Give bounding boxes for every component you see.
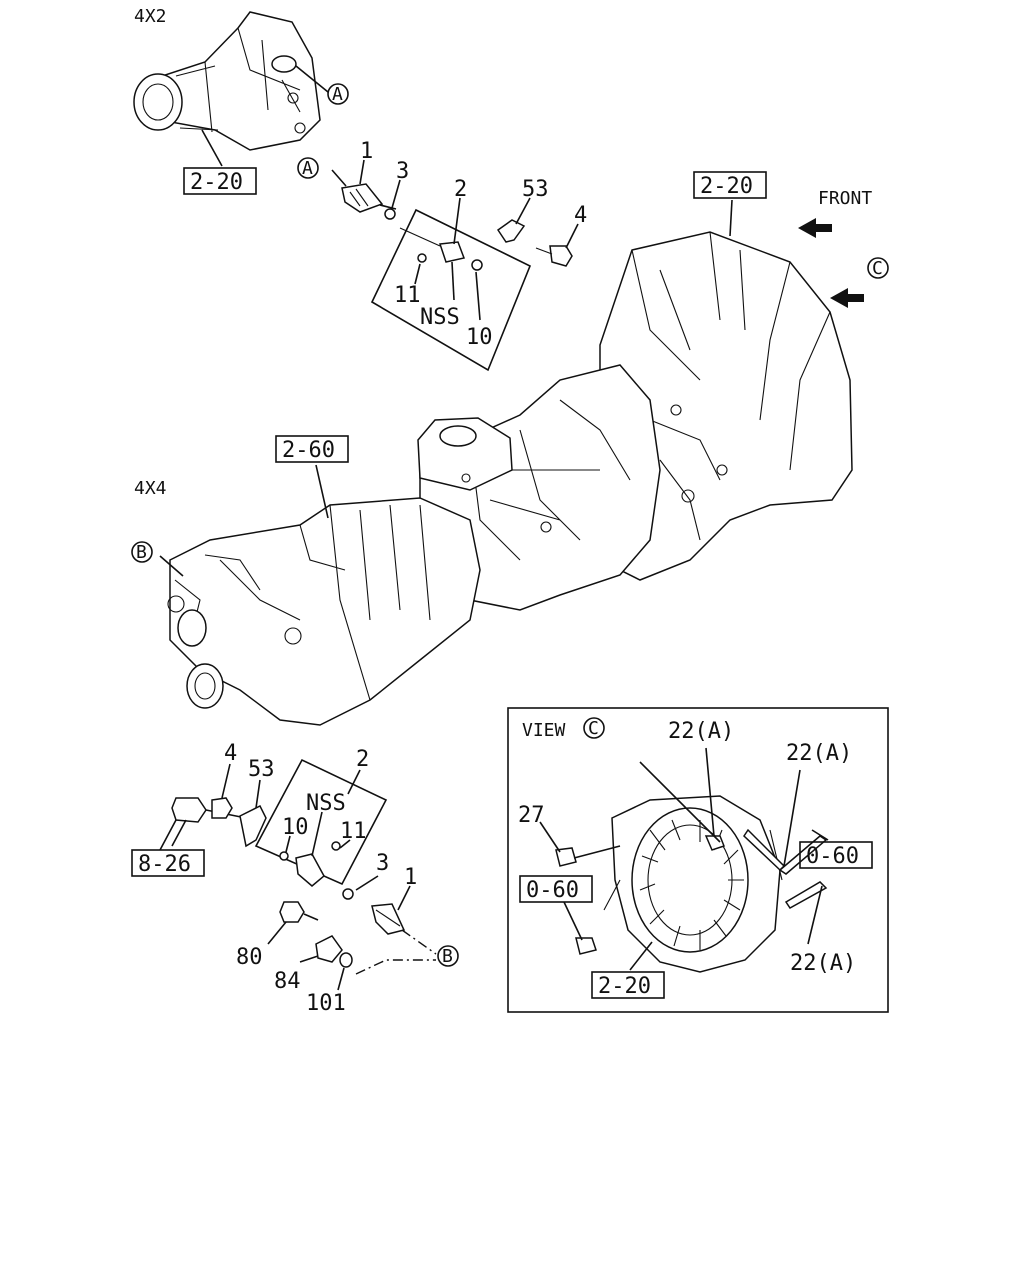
svg-text:8-26: 8-26 — [138, 852, 191, 877]
front-label: FRONT — [818, 188, 872, 209]
part-number-53-bottom: 53 — [248, 757, 275, 782]
section-label-4x4: 4X4 — [134, 478, 167, 499]
ref-box-0-60-right: 0-60 — [799, 841, 873, 869]
part-number-84: 84 — [274, 969, 301, 994]
svg-text:C: C — [872, 258, 883, 279]
svg-text:2-20: 2-20 — [598, 974, 651, 999]
callout-circle-a-top: A — [327, 83, 349, 105]
view-c-circle: C — [583, 717, 605, 739]
part-number-53-top: 53 — [522, 177, 549, 202]
part-number-4-bottom: 4 — [224, 741, 237, 766]
callout-circle-c-arrow: C — [867, 257, 889, 279]
bottom-speedometer-parts — [159, 758, 437, 991]
svg-text:A: A — [332, 84, 343, 105]
ref-box-2-20-top-left: 2-20 — [183, 167, 257, 195]
top-speedometer-parts — [331, 159, 733, 372]
part-number-22a-top: 22(A) — [668, 719, 734, 744]
part-number-11-top: 11 — [394, 283, 421, 308]
ref-box-2-60: 2-60 — [275, 435, 349, 463]
ref-box-2-20-view-c: 2-20 — [591, 971, 665, 999]
svg-text:2-20: 2-20 — [190, 170, 243, 195]
part-number-80: 80 — [236, 945, 263, 970]
front-arrow-icon — [798, 218, 832, 238]
part-number-4-top: 4 — [574, 203, 587, 228]
transmission-assembly-illustration — [159, 231, 853, 726]
part-number-10-top: 10 — [466, 325, 493, 350]
part-number-11-bottom: 11 — [340, 819, 367, 844]
view-c-panel — [507, 707, 889, 1013]
callout-circle-b-transfer: B — [131, 541, 153, 563]
part-number-22a-right: 22(A) — [786, 741, 852, 766]
part-number-3-top: 3 — [396, 159, 409, 184]
part-number-2-top: 2 — [454, 177, 467, 202]
view-c-arrow-icon — [830, 288, 864, 308]
part-number-3-bottom: 3 — [376, 851, 389, 876]
svg-text:C: C — [588, 718, 599, 739]
svg-text:A: A — [302, 158, 313, 179]
svg-text:2-20: 2-20 — [700, 174, 753, 199]
nss-label-top: NSS — [420, 305, 460, 330]
svg-text:0-60: 0-60 — [526, 878, 579, 903]
ref-box-0-60-left: 0-60 — [519, 875, 593, 903]
part-number-22a-bottom: 22(A) — [790, 951, 856, 976]
section-label-4x2: 4X2 — [134, 6, 167, 27]
part-number-1-top: 1 — [360, 139, 373, 164]
svg-text:B: B — [136, 542, 147, 563]
nss-label-bottom: NSS — [306, 791, 346, 816]
part-number-2-bottom: 2 — [356, 747, 369, 772]
part-number-1-bottom: 1 — [404, 865, 417, 890]
part-number-10-bottom: 10 — [282, 815, 309, 840]
ref-box-8-26: 8-26 — [131, 849, 205, 877]
svg-text:0-60: 0-60 — [806, 844, 859, 869]
callout-circle-b-bottom: B — [437, 945, 459, 967]
view-c-title: VIEW — [522, 720, 566, 741]
part-number-101: 101 — [306, 991, 346, 1016]
ref-box-2-20-top-right: 2-20 — [693, 171, 767, 199]
extension-housing-4x2-illustration — [133, 11, 329, 167]
svg-text:2-60: 2-60 — [282, 438, 335, 463]
svg-text:B: B — [442, 946, 453, 967]
part-number-27: 27 — [518, 803, 545, 828]
callout-circle-a-part1: A — [297, 157, 319, 179]
